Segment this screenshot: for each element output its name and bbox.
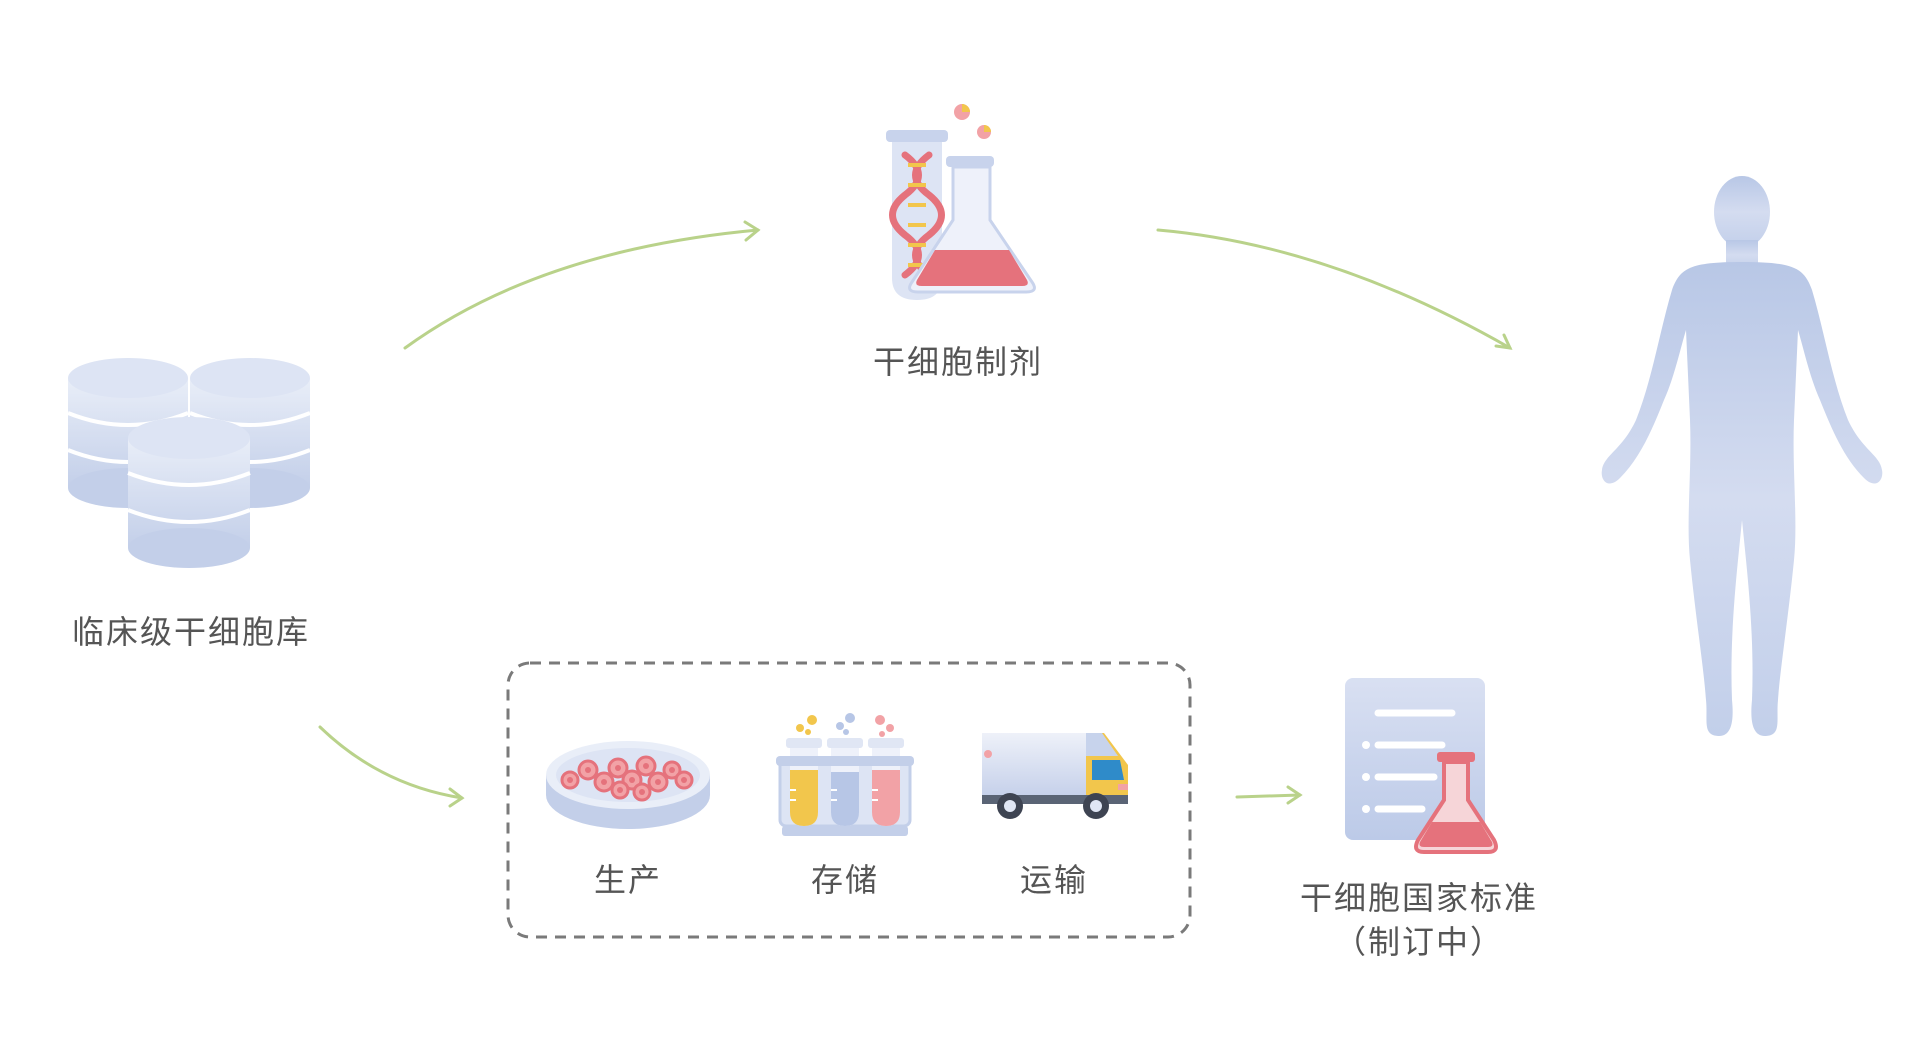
process-group-box [506, 661, 1192, 939]
arrow-preparation-to-human [1156, 228, 1513, 350]
petri-dish-icon [546, 741, 710, 829]
test-tube-rack-icon [776, 713, 914, 836]
database-stack-icon [67, 358, 311, 568]
cell-bank-label: 临床级干细胞库 [71, 613, 310, 651]
arrow-process-to-standard [1235, 785, 1303, 805]
production-label: 生产 [593, 861, 662, 899]
dna-test-tube-flask-icon [886, 104, 1036, 300]
arrow-bank-to-process [318, 725, 465, 808]
arrow-bank-to-preparation [403, 220, 761, 350]
preparation-label: 干细胞制剂 [872, 343, 1043, 381]
storage-label: 存储 [810, 861, 879, 899]
standard-label-line1: 干细胞国家标准 [1299, 879, 1538, 917]
document-flask-icon [1345, 678, 1498, 854]
human-body-icon [1601, 176, 1883, 737]
transport-label: 运输 [1019, 861, 1088, 899]
delivery-truck-icon [982, 733, 1128, 819]
standard-label-line2: （制订中） [1333, 923, 1504, 961]
